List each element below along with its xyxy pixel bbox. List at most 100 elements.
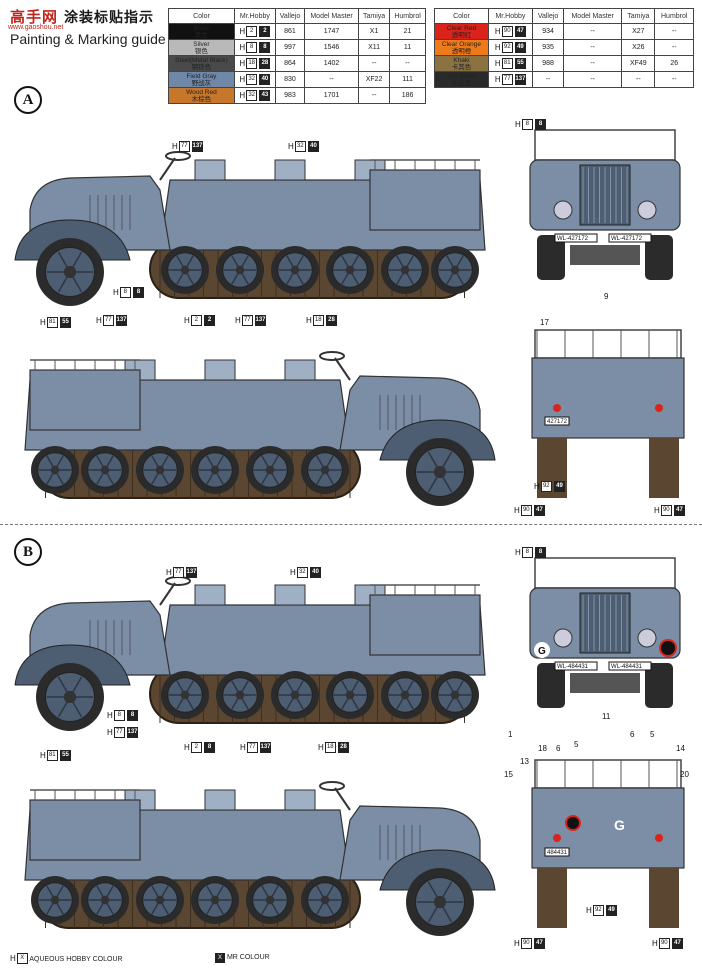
wheel-center: [345, 265, 355, 275]
legend-mr: X MR COLOUR: [215, 953, 270, 963]
rear-rack: [534, 129, 676, 161]
decal-number-n5: 5: [650, 730, 655, 739]
rear-track: [649, 438, 679, 498]
wheel-center: [63, 265, 77, 279]
seat-back: [194, 584, 226, 606]
steering-column: [159, 157, 176, 181]
variant-b-front-view: [529, 557, 681, 708]
section-divider: [0, 524, 702, 525]
decal-number-n20: 20: [680, 770, 689, 779]
license-plate-text: 427172: [547, 419, 568, 425]
license-plate: [544, 847, 570, 857]
wheel-center: [320, 465, 330, 475]
license-plate-text: WL-427172: [557, 236, 589, 242]
unit-insignia: [565, 815, 581, 831]
vallejo-code: --: [531, 71, 565, 88]
decal-number-n18: 18: [538, 744, 547, 753]
variant-a-rear-view: [531, 329, 685, 498]
decal-number-n15: 15: [504, 770, 513, 779]
decal-number-n17: 17: [540, 318, 549, 327]
tactical-letter-g: G: [538, 646, 546, 657]
decal-number-n14: 14: [676, 744, 685, 753]
steering-wheel: [165, 576, 191, 586]
wheel-center: [265, 465, 275, 475]
wheel-center: [235, 265, 245, 275]
tamiya-code: --: [358, 87, 391, 104]
wheel-center: [450, 690, 460, 700]
license-plate-text: WL-484431: [611, 664, 643, 670]
rear-rack: [534, 557, 676, 589]
site-watermark: www.gaoshou.net: [8, 24, 64, 31]
wheel-center: [400, 265, 410, 275]
steering-column: [334, 787, 351, 811]
unit-insignia: [659, 639, 677, 657]
wheel-center: [50, 895, 60, 905]
seat-back: [194, 159, 226, 181]
front-tire: [537, 235, 565, 280]
axle: [570, 245, 640, 265]
tail-light: [655, 404, 663, 412]
variant-a-front-view: [529, 129, 681, 280]
tail-light: [655, 834, 663, 842]
color-swatch: Steel(Metal Black)钢铁色: [168, 55, 235, 72]
seat-back: [284, 789, 316, 811]
wheel-center: [100, 895, 110, 905]
headlight: [637, 200, 657, 220]
license-plate-text: 484431: [547, 850, 568, 856]
steering-wheel: [319, 351, 345, 361]
tail-light: [553, 404, 561, 412]
license-plate: [554, 233, 598, 243]
wheel-center: [450, 265, 460, 275]
model-master-code: --: [563, 71, 623, 88]
rear-body: [531, 357, 685, 439]
tactical-letter-g: G: [614, 817, 625, 833]
variant-b-side-left: [14, 576, 486, 731]
seat-back: [274, 159, 306, 181]
front-tire: [537, 663, 565, 708]
rear-rack: [534, 329, 682, 359]
variant-b-badge: B: [14, 538, 42, 566]
page-title-en: Painting & Marking guide: [10, 31, 166, 47]
vallejo-code: 983: [274, 87, 306, 104]
license-plate-text: WL-427172: [611, 236, 643, 242]
humbrol-code: 186: [389, 87, 426, 104]
wheel-center: [433, 895, 447, 909]
wheel-center: [63, 690, 77, 704]
rear-track: [537, 868, 567, 928]
steering-column: [334, 357, 351, 381]
decal-number-n13: 13: [520, 757, 529, 766]
site-logo: 高手网: [10, 9, 59, 26]
seat-back: [204, 359, 236, 381]
decal-number-n11: 11: [602, 712, 611, 721]
decal-number-n6: 6: [630, 730, 635, 739]
cargo-box: [369, 169, 481, 231]
rear-rack: [534, 759, 682, 789]
